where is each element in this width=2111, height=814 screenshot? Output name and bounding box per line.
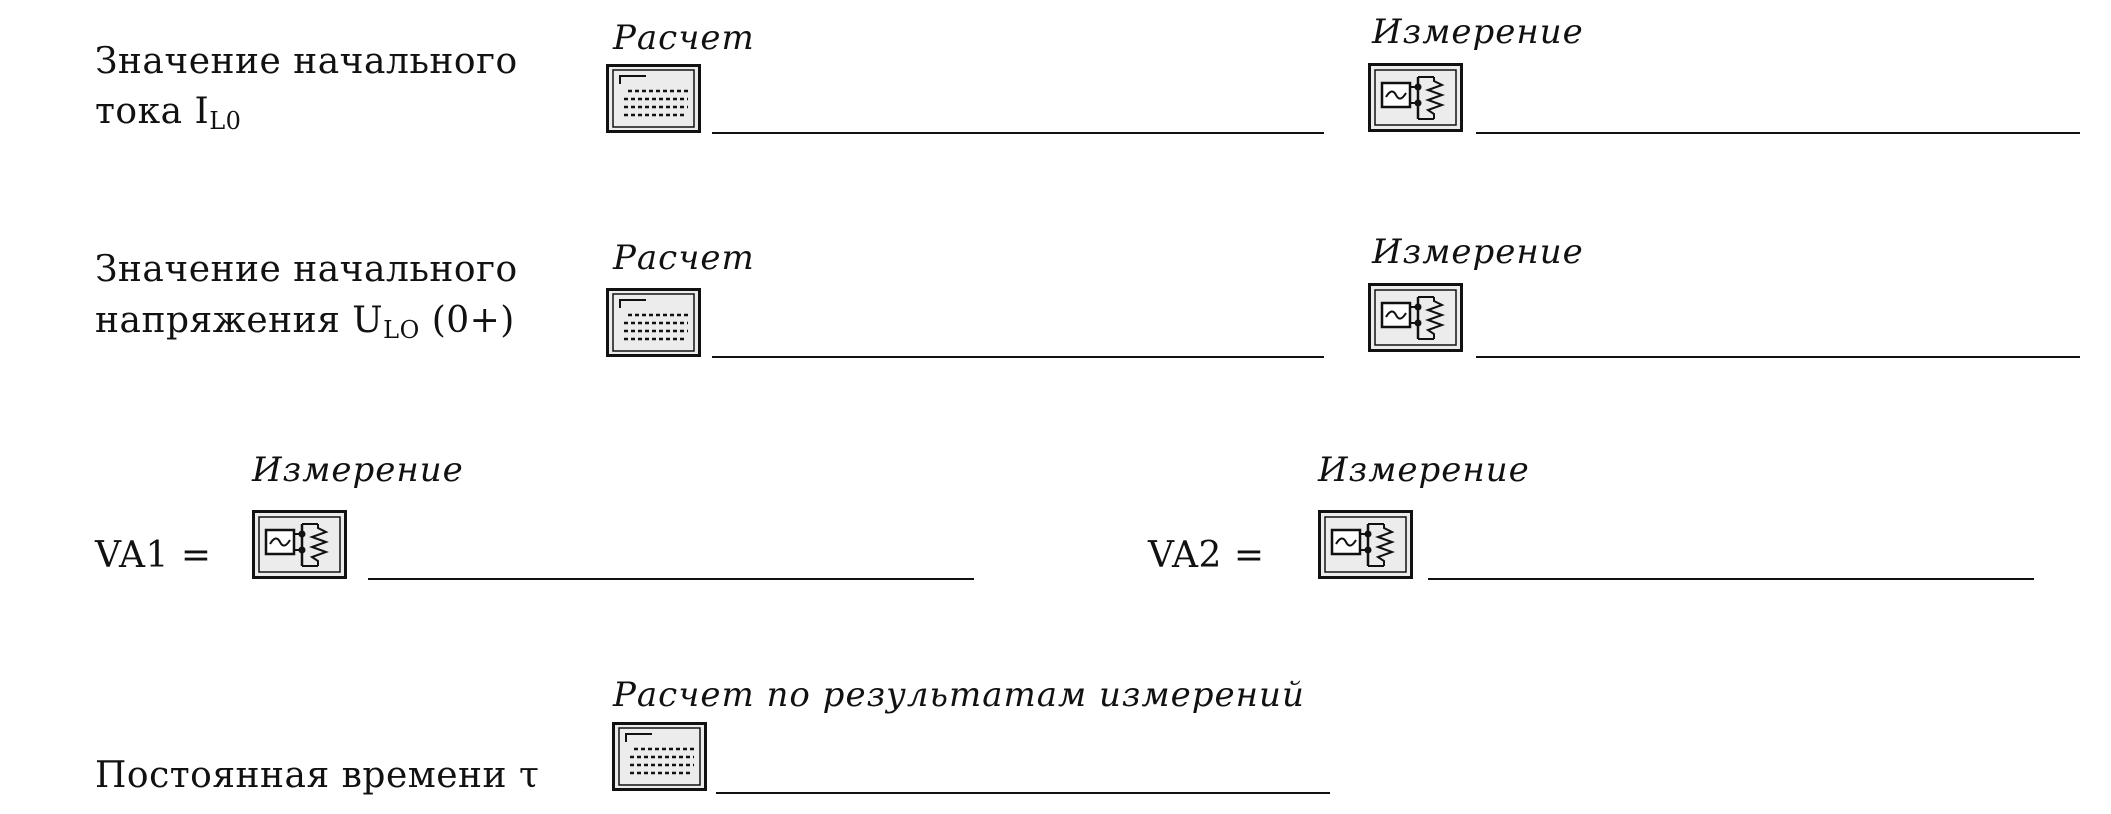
row1-label-line2: тока IL0 <box>95 91 242 135</box>
calculator-icon <box>606 64 701 133</box>
tau-label: Постоянная времени τ <box>95 755 540 796</box>
tau-answer-line[interactable] <box>716 792 1330 794</box>
multimeter-icon <box>1318 510 1413 579</box>
row2-label-line1: Значение начального <box>95 249 518 290</box>
calculator-icon <box>612 722 707 791</box>
row1-label-line1: Значение начального <box>95 41 518 82</box>
va1-caption: Измерение <box>252 450 464 490</box>
multimeter-icon <box>1368 63 1463 132</box>
calculator-icon <box>606 288 701 357</box>
multimeter-icon <box>1368 283 1463 352</box>
va2-caption: Измерение <box>1318 450 1530 490</box>
tau-caption: Расчет по результатам измерений <box>613 675 1305 715</box>
row2-meas-caption: Измерение <box>1372 232 1584 272</box>
row1-calc-answer-line[interactable] <box>712 132 1324 134</box>
row1-calc-caption: Расчет <box>613 18 755 58</box>
va2-label: VA2 = <box>1148 535 1265 576</box>
row1-meas-answer-line[interactable] <box>1476 132 2080 134</box>
multimeter-icon <box>252 510 347 579</box>
row1-meas-caption: Измерение <box>1372 12 1584 52</box>
row2-calc-caption: Расчет <box>613 238 755 278</box>
va2-answer-line[interactable] <box>1428 578 2034 580</box>
row2-calc-answer-line[interactable] <box>712 356 1324 358</box>
va1-answer-line[interactable] <box>368 578 974 580</box>
row2-meas-answer-line[interactable] <box>1476 356 2080 358</box>
row2-label-line2: напряжения ULO (0+) <box>95 300 515 344</box>
va1-label: VA1 = <box>95 535 212 576</box>
